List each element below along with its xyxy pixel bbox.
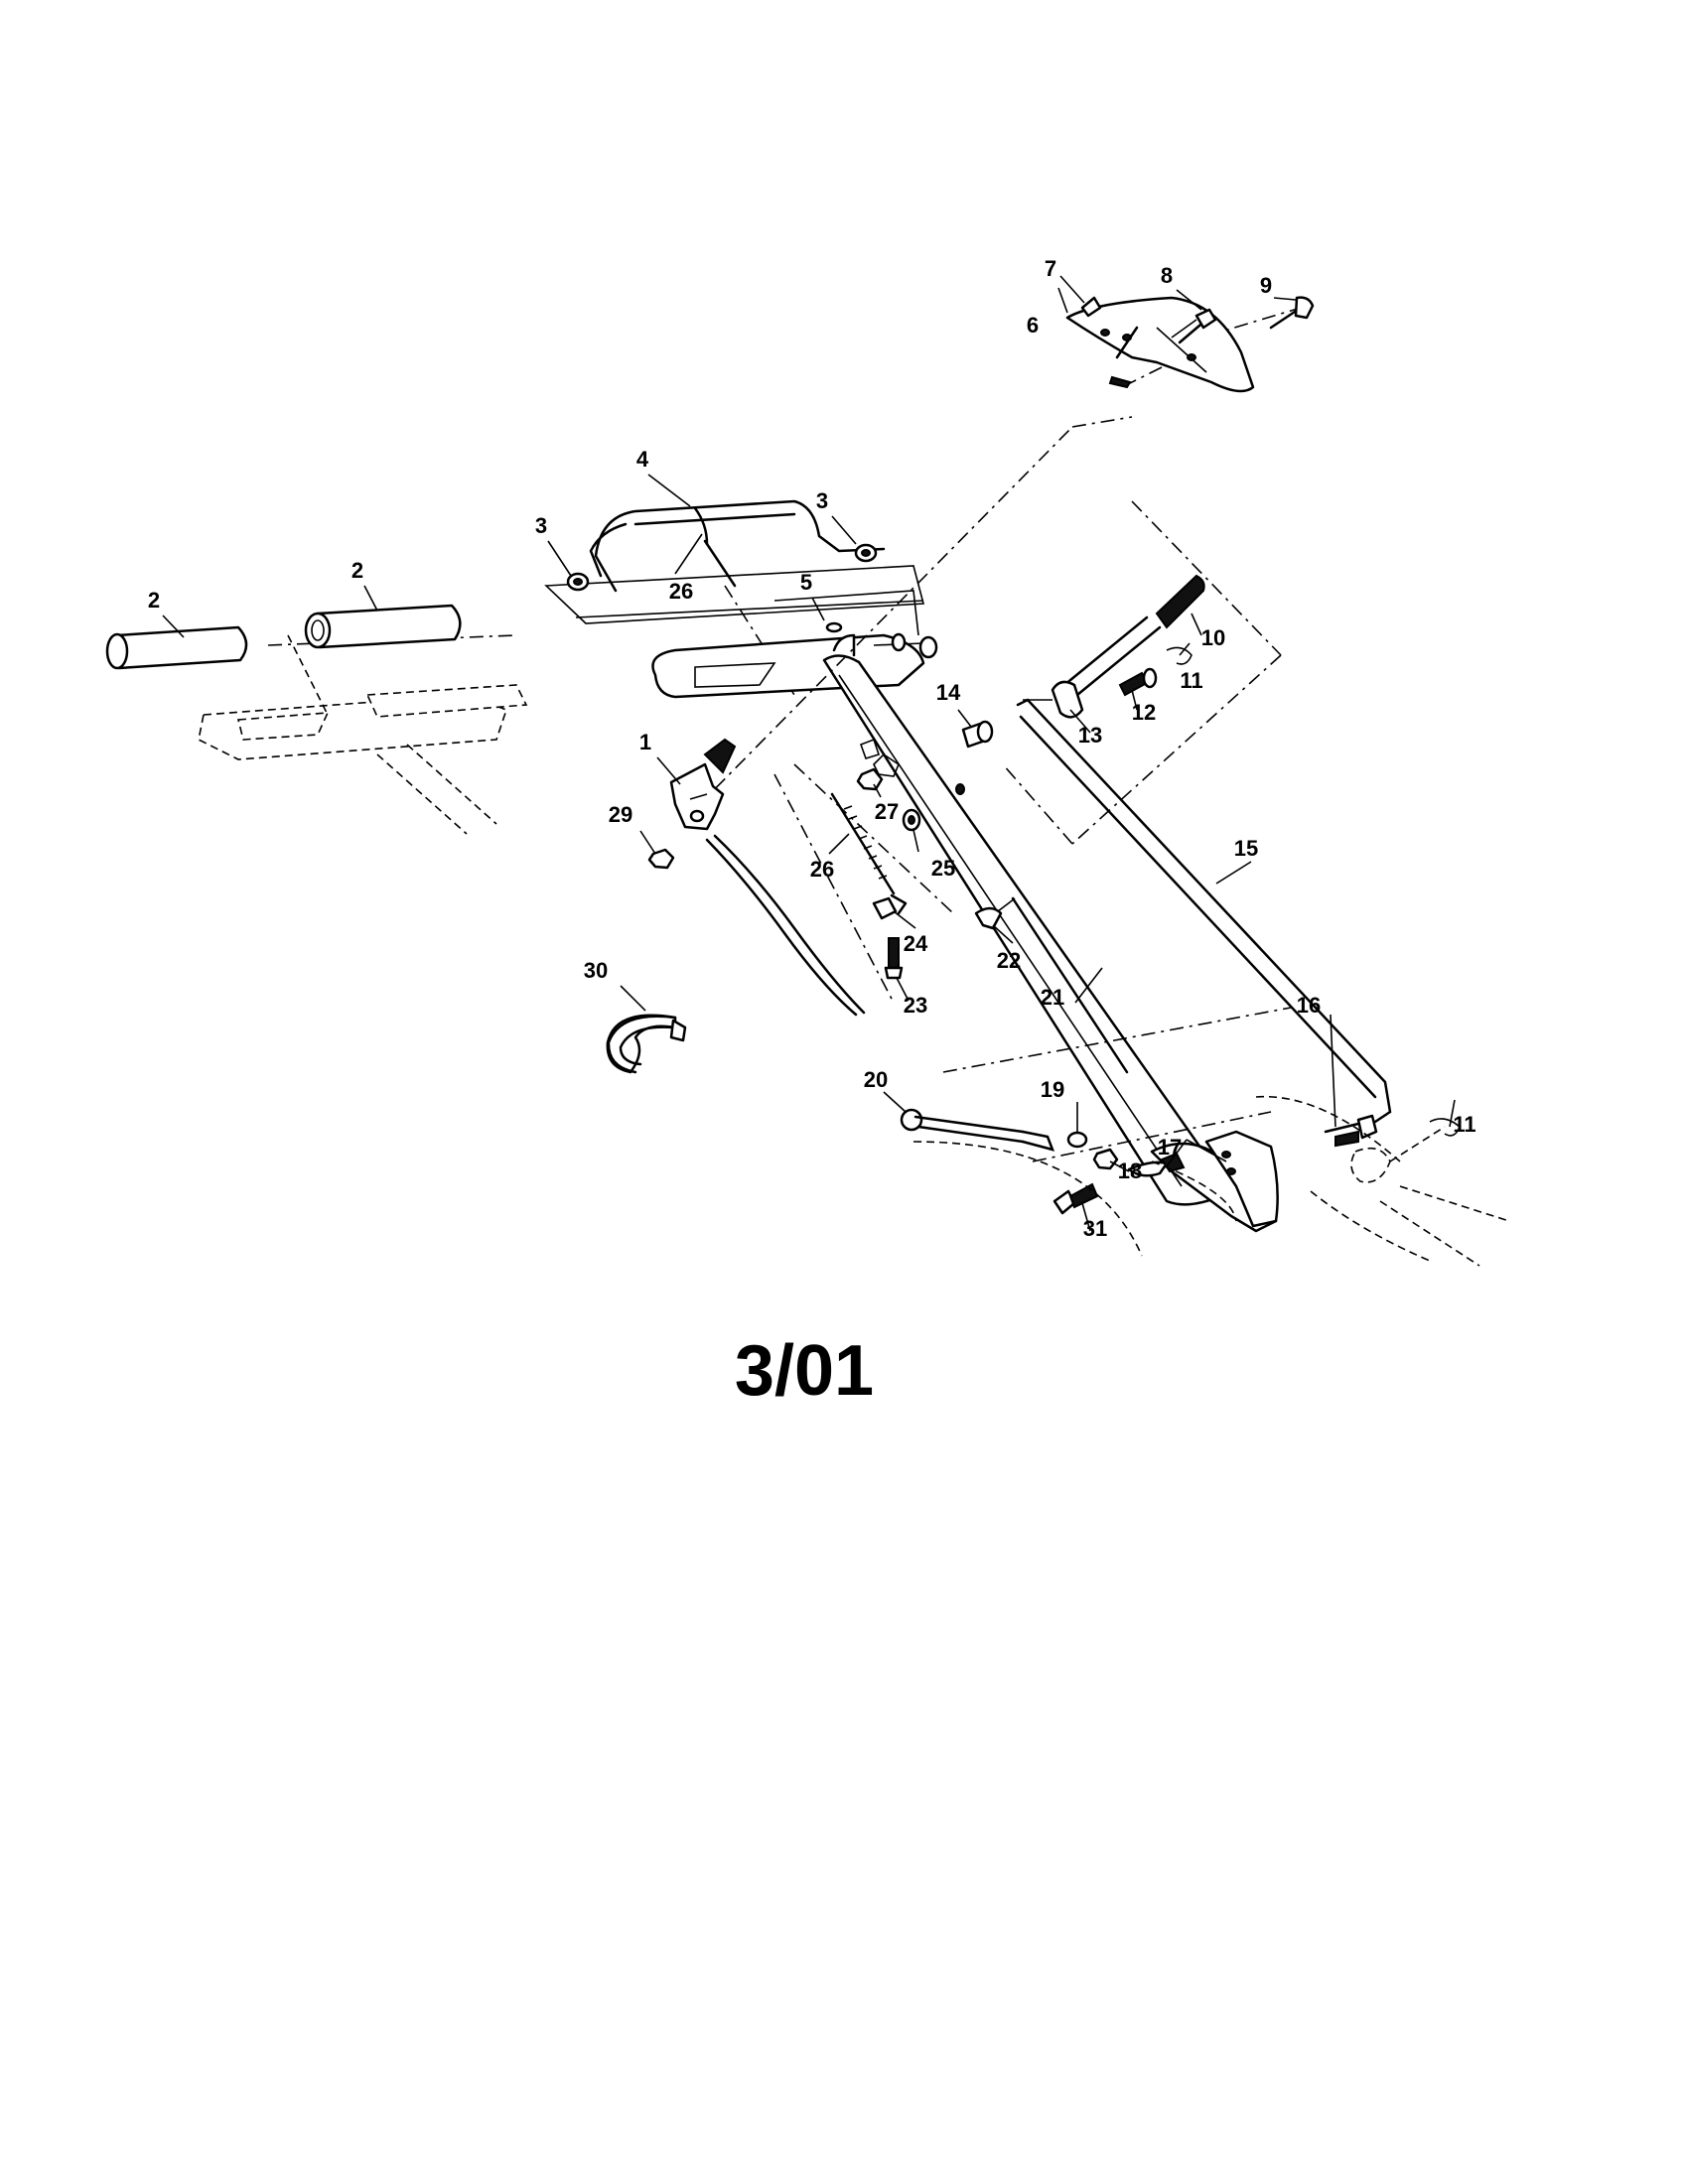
screw-23 — [884, 937, 904, 980]
ghost-arc-1 — [912, 1141, 1143, 1257]
shift-rod-15 — [1016, 698, 1392, 1124]
nut-18 — [1092, 1148, 1119, 1170]
main-handle-tube — [822, 654, 1233, 1206]
callout-3-right: 3 — [816, 488, 828, 513]
callout-11-upper: 11 — [1180, 668, 1202, 693]
callout-30: 30 — [584, 958, 608, 983]
callout-2-right: 2 — [351, 558, 363, 583]
washer-right — [854, 543, 878, 563]
washer-19 — [1066, 1131, 1088, 1149]
callout-7: 7 — [1045, 256, 1056, 281]
rod-21 — [1011, 896, 1129, 1074]
clip-11-upper — [1166, 646, 1193, 665]
callout-16: 16 — [1297, 993, 1321, 1018]
callout-25: 25 — [931, 856, 955, 881]
control-cable — [713, 834, 866, 1015]
bolt-16 — [1324, 1114, 1378, 1148]
callout-22: 22 — [997, 948, 1021, 973]
callout-26-upper: 26 — [669, 579, 693, 604]
callout-23: 23 — [904, 993, 927, 1018]
callout-27: 27 — [875, 799, 899, 824]
cable-clip-24 — [872, 893, 908, 920]
callout-19: 19 — [1041, 1077, 1064, 1102]
control-lever-1 — [669, 738, 737, 831]
retaining-ring-30 — [606, 1014, 687, 1074]
callout-20: 20 — [864, 1067, 888, 1092]
lever-bracket-13 — [1023, 680, 1084, 719]
ghost-linkage — [1255, 1095, 1510, 1267]
callout-10: 10 — [1201, 625, 1225, 650]
callout-12: 12 — [1132, 700, 1156, 725]
bolt-8 — [1171, 308, 1217, 344]
bolt-9 — [1269, 296, 1315, 330]
washer-left — [566, 572, 590, 592]
callout-3-left: 3 — [535, 513, 547, 538]
callout-1: 1 — [639, 730, 651, 754]
ghost-handle-assembly — [198, 634, 528, 835]
revision-code: 3/01 — [734, 1331, 875, 1411]
callout-4: 4 — [636, 447, 649, 472]
cable-spring-26 — [830, 792, 896, 895]
clip-11-lower — [1429, 1118, 1461, 1137]
callout-13: 13 — [1078, 723, 1102, 748]
guide-line-1 — [694, 426, 1073, 810]
callout-5: 5 — [800, 570, 812, 595]
upper-handle-bar — [544, 499, 925, 624]
shift-lever-grip — [1062, 574, 1205, 697]
callout-26-lower: 26 — [810, 857, 834, 882]
handle-grip-left — [105, 625, 248, 670]
callout-24: 24 — [904, 931, 928, 956]
callout-15: 15 — [1234, 836, 1258, 861]
callout-17: 17 — [1158, 1135, 1182, 1160]
callout-11-lower: 11 — [1453, 1112, 1475, 1137]
leader-lines — [162, 275, 1456, 1232]
callout-31: 31 — [1083, 1216, 1107, 1241]
lower-bracket-housing — [1127, 1130, 1279, 1233]
handle-grip-right — [304, 604, 462, 649]
callout-18: 18 — [1118, 1159, 1142, 1183]
cable-segment-upper — [703, 539, 737, 588]
bolt-12 — [1118, 667, 1158, 697]
nut-25 — [902, 808, 921, 832]
callout-21: 21 — [1041, 985, 1064, 1010]
pin-7 — [1080, 296, 1102, 318]
shift-arm-20 — [900, 1108, 1055, 1152]
callout-29: 29 — [609, 802, 632, 827]
callout-14: 14 — [936, 680, 961, 705]
callout-8: 8 — [1161, 263, 1173, 288]
callout-6: 6 — [1027, 313, 1039, 338]
clip-27-bracket — [859, 738, 881, 759]
callouts: 1 2 2 3 3 4 5 6 7 8 9 10 11 11 12 13 14 … — [148, 256, 1476, 1241]
nut-29 — [647, 848, 675, 870]
callout-2-left: 2 — [148, 588, 160, 613]
bushing-14 — [961, 720, 994, 749]
callout-9: 9 — [1260, 273, 1272, 298]
